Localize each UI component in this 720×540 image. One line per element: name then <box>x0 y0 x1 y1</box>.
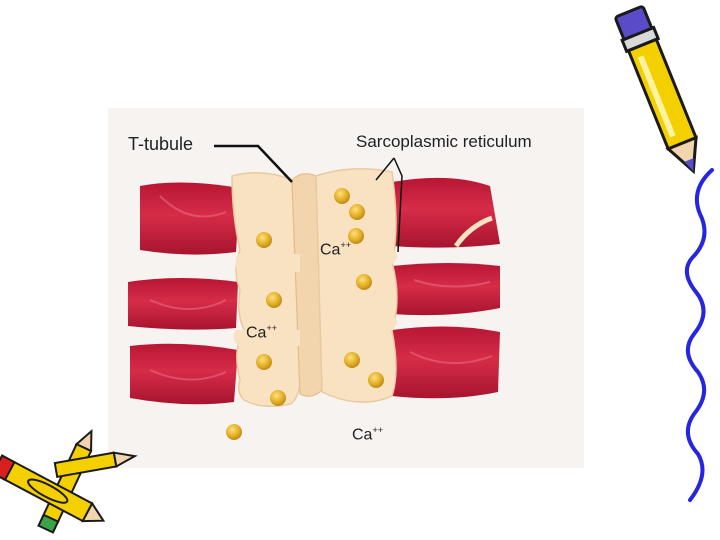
sarcoplasmic-reticulum-left <box>232 173 300 406</box>
t-tubule-label: T-tubule <box>128 134 193 155</box>
calcium-ion <box>226 424 242 440</box>
calcium-ion <box>256 354 272 370</box>
calcium-ion <box>349 204 365 220</box>
calcium-label: Ca++ <box>352 425 383 444</box>
muscle-band <box>392 263 500 315</box>
calcium-ion <box>256 232 272 248</box>
sarcoplasmic-reticulum-right <box>316 169 397 402</box>
calcium-ion <box>344 352 360 368</box>
calcium-ion <box>270 390 286 406</box>
calcium-ion <box>368 372 384 388</box>
calcium-ion <box>266 292 282 308</box>
calcium-label-symbol: Ca <box>320 241 340 258</box>
muscle-band <box>140 182 240 254</box>
sarcoplasmic-reticulum-label: Sarcoplasmic reticulum <box>356 132 532 152</box>
calcium-label: Ca++ <box>246 323 277 342</box>
muscle-band <box>392 178 500 248</box>
left-muscle-fibers <box>128 182 240 404</box>
calcium-label-charge: ++ <box>266 323 277 333</box>
right-muscle-fibers <box>392 178 500 398</box>
calcium-label: Ca++ <box>320 240 351 259</box>
muscle-band <box>128 278 238 330</box>
calcium-ion <box>334 188 350 204</box>
calcium-label-charge: ++ <box>372 425 383 435</box>
calcium-ion <box>356 274 372 290</box>
calcium-label-symbol: Ca <box>246 324 266 341</box>
calcium-label-symbol: Ca <box>352 426 372 443</box>
calcium-label-charge: ++ <box>340 240 351 250</box>
